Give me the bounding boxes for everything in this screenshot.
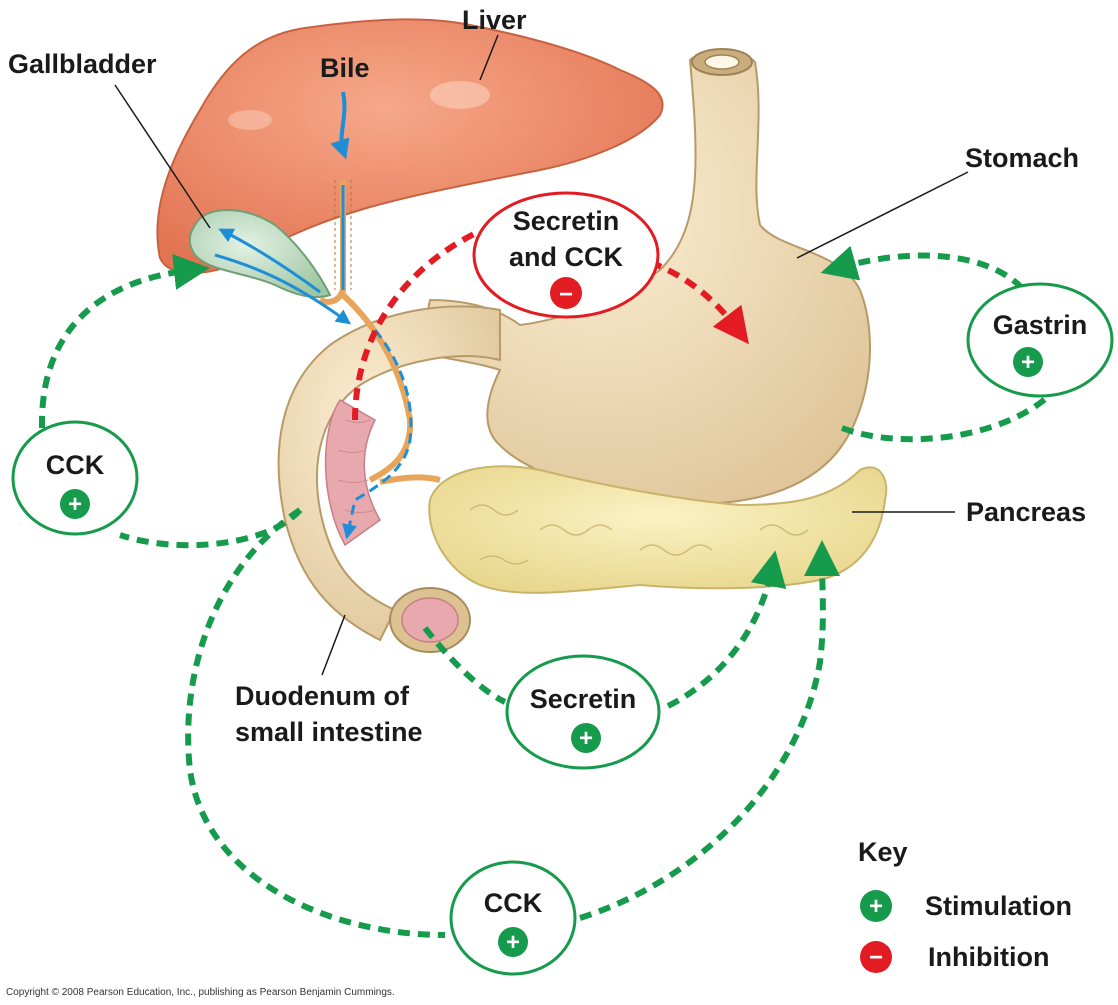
cck-left-label: CCK [45,450,105,480]
cck-left-plus-symbol: + [68,491,82,518]
secretin-label: Secretin [529,684,637,714]
bile-flow-arrow-down [330,91,350,160]
gastrin-label: Gastrin [992,310,1088,340]
bile-label: Bile [320,53,370,83]
stomach-leader [796,171,969,259]
secretin-cck-minus-symbol: − [559,281,573,308]
cck-bottom-plus-symbol: + [506,929,520,956]
cck-bottom-to-pancreas-path [579,540,841,921]
secretin-cck-to-stomach-path [648,259,749,345]
duodenum-leader [321,614,346,676]
gastrin-plus-badge [1013,347,1043,377]
key-minus-symbol: − [869,944,883,971]
duodenum-to-cck-bottom-path [185,507,446,938]
secretin-plus-badge [571,723,601,753]
cck-left-ellipse [11,420,139,536]
secretin-plus-symbol: + [579,725,593,752]
secretin-cck-label-line1: Secretin [512,206,620,236]
key-minus-badge [860,941,892,973]
secretin-cck-label-line2: and CCK [509,242,623,272]
bile-flow-arrow-gallbladder-out [214,253,352,325]
cck-left-to-gallbladder-path [38,254,210,429]
bile-flow-arrow-gallbladder-in [218,228,321,294]
gastrin-plus-symbol: + [1021,349,1035,376]
stomach-label: Stomach [965,143,1080,173]
liver-shape [156,18,664,275]
duodenum-label-line1: Duodenum of [235,681,409,711]
key-stimulation-label: Stimulation [925,891,1072,921]
duodenum-to-cck-left-path [119,507,303,549]
key-plus-badge [860,890,892,922]
key-inhibition-label: Inhibition [928,942,1050,972]
secretin-ellipse [505,654,661,770]
cck-left-plus-badge [60,489,90,519]
secretin-cck-minus-badge [550,277,582,309]
liver-label: Liver [462,5,527,35]
gastrin-ellipse [966,282,1114,398]
gastrin-to-stomach-path [820,245,1025,291]
duodenum-shape [277,305,501,642]
key-title: Key [858,837,908,867]
stomach-to-gastrin-path [840,392,1053,443]
cck-bottom-ellipse [449,860,577,976]
duodenum-label-line2: small intestine [235,717,423,747]
gallbladder-leader [114,84,211,229]
pancreas-label: Pancreas [966,497,1087,527]
copyright-notice: Copyright © 2008 Pearson Education, Inc.… [6,987,395,998]
secretin-cck-ellipse [472,191,660,319]
key-plus-symbol: + [869,893,883,920]
bile-flow-arrow-duodenum [342,329,413,540]
gallbladder-label: Gallbladder [8,49,157,79]
duodenum-to-secretin-cck-path [352,229,480,421]
liver-leader [479,34,499,81]
secretin-to-pancreas-path [666,550,787,709]
cck-bottom-plus-badge [498,927,528,957]
cck-bottom-label: CCK [483,888,543,918]
duodenum-to-secretin-path [422,626,507,705]
